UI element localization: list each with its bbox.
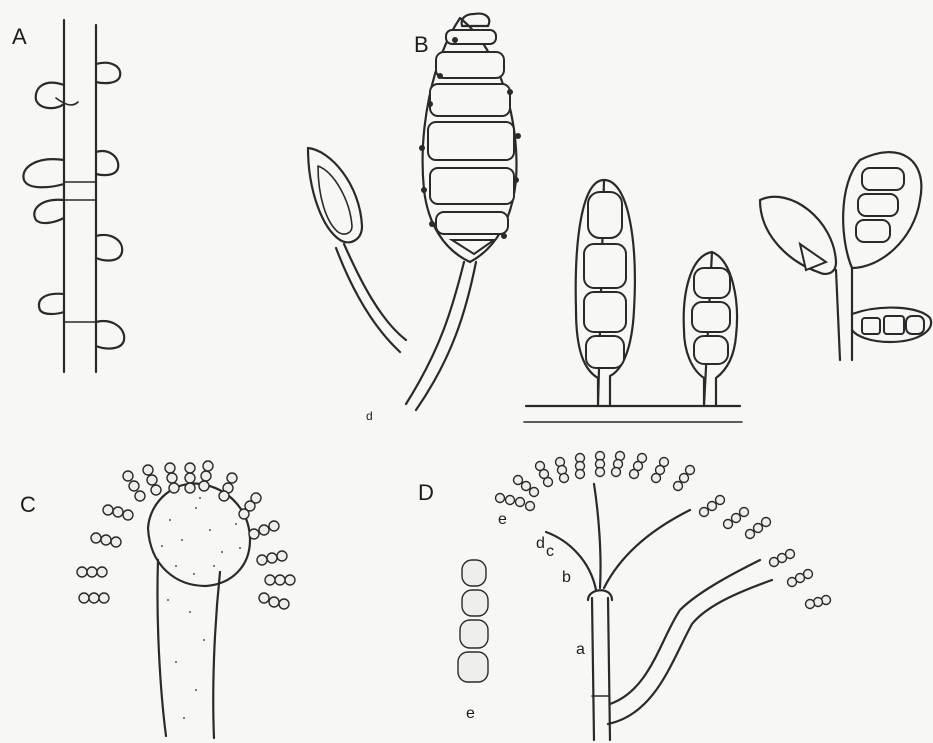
panel-label-d: D	[418, 482, 434, 504]
panel-b-branched-conidia	[760, 152, 931, 360]
label-d: d	[536, 536, 545, 552]
panel-label-b: B	[414, 34, 429, 56]
panel-label-c: C	[20, 494, 36, 516]
panel-label-a: A	[12, 26, 27, 48]
panel-d-conidiophore	[458, 452, 831, 741]
conidia-chains-d	[496, 452, 831, 609]
panel-b-large-conidium	[406, 14, 521, 410]
label-c: c	[546, 544, 554, 560]
stipple-texture	[161, 497, 241, 719]
panel-a-hypha	[23, 20, 124, 372]
panel-b-conidium-pair	[524, 180, 742, 422]
isolated-conidia-chain	[458, 560, 488, 682]
panel-b-mark-d: d	[366, 410, 373, 422]
panel-b-small-conidium	[308, 148, 406, 352]
label-a: a	[576, 642, 585, 658]
label-b: b	[562, 570, 571, 586]
panel-c-conidial-head	[77, 461, 295, 738]
label-e-top: e	[498, 512, 507, 528]
label-e-chain: e	[466, 706, 475, 722]
